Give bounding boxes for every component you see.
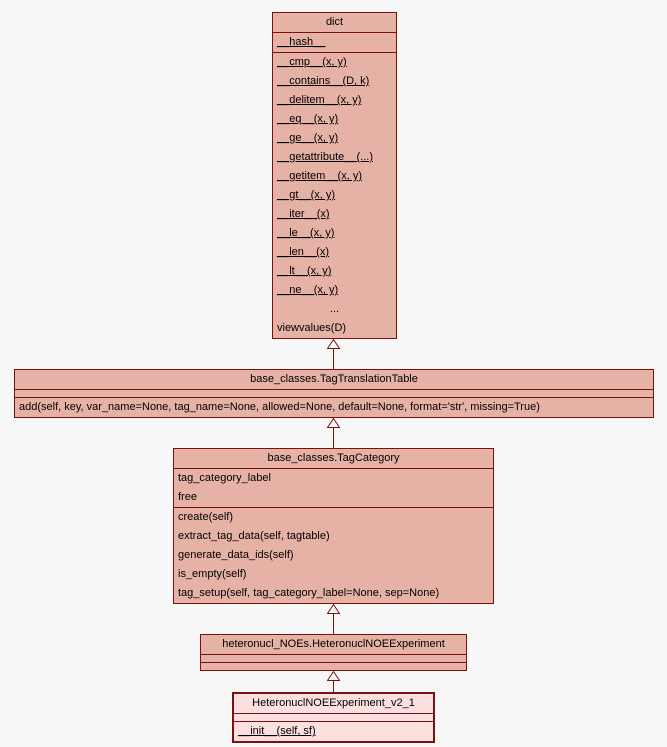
methods-section-empty: [201, 662, 466, 670]
class-box-dict: dict __hash__ __cmp__(x, y) __contains__…: [272, 12, 397, 339]
inheritance-arrow: [327, 604, 340, 634]
arrow-stem: [333, 349, 334, 369]
attribute-entry: tag_category_label: [178, 472, 271, 484]
method-entry: tag_setup(self, tag_category_label=None,…: [178, 587, 440, 599]
method-entry: __init__(self, sf): [238, 725, 316, 737]
method-entry: is_empty(self): [178, 568, 247, 580]
attribute-entry: __hash__: [277, 36, 326, 48]
methods-section: __init__(self, sf): [234, 721, 433, 741]
inheritance-arrow: [327, 671, 340, 692]
method-entry: __le__(x, y): [277, 227, 335, 239]
class-title-heteronucl-noe-experiment: heteronucl_NOEs.HeteronuclNOEExperiment: [222, 638, 445, 650]
hollow-triangle-arrowhead-icon: [327, 671, 340, 681]
arrow-stem: [333, 681, 334, 692]
class-box-heteronucl-noe-experiment: heteronucl_NOEs.HeteronuclNOEExperiment: [200, 634, 467, 671]
class-box-heteronucl-noe-experiment-v2-1: HeteronuclNOEExperiment_v2_1 __init__(se…: [232, 692, 435, 743]
class-title-tag-category: base_classes.TagCategory: [267, 452, 400, 464]
inheritance-arrow: [327, 418, 340, 448]
method-entry: __lt__(x, y): [277, 265, 332, 277]
hollow-triangle-arrowhead-icon: [327, 418, 340, 428]
method-entry: __len__(x): [277, 246, 329, 258]
methods-ellipsis: ...: [329, 303, 340, 315]
class-box-tag-category: base_classes.TagCategory tag_category_la…: [173, 448, 494, 604]
class-title-tag-translation-table: base_classes.TagTranslationTable: [250, 373, 418, 385]
attributes-section-empty: [15, 389, 653, 397]
method-entry: create(self): [178, 511, 234, 523]
method-entry: __contains__(D, k): [277, 75, 370, 87]
method-entry: __eq__(x, y): [277, 113, 339, 125]
method-entry: __getattribute__(...): [277, 151, 374, 163]
method-entry: __delitem__(x, y): [277, 94, 362, 106]
methods-section: __cmp__(x, y) __contains__(D, k) __delit…: [273, 52, 396, 338]
arrow-stem: [333, 614, 334, 634]
method-entry: __getitem__(x, y): [277, 170, 362, 182]
attributes-section: tag_category_label free: [174, 468, 493, 507]
method-entry: generate_data_ids(self): [178, 549, 294, 561]
methods-section: add(self, key, var_name=None, tag_name=N…: [15, 397, 653, 417]
method-entry: __cmp__(x, y): [277, 56, 347, 68]
class-box-tag-translation-table: base_classes.TagTranslationTable add(sel…: [14, 369, 654, 418]
hollow-triangle-arrowhead-icon: [327, 339, 340, 349]
attributes-section-empty: [201, 654, 466, 662]
method-entry: __iter__(x): [277, 208, 330, 220]
method-entry: __ge__(x, y): [277, 132, 339, 144]
method-entry: add(self, key, var_name=None, tag_name=N…: [19, 401, 540, 413]
attributes-section-empty: [234, 713, 433, 721]
attributes-section: __hash__: [273, 32, 396, 52]
method-entry: __gt__(x, y): [277, 189, 336, 201]
class-title-dict: dict: [325, 16, 344, 28]
class-title-heteronucl-noe-experiment-v2-1: HeteronuclNOEExperiment_v2_1: [252, 697, 415, 709]
method-entry: extract_tag_data(self, tagtable): [178, 530, 330, 542]
arrow-stem: [333, 428, 334, 448]
methods-section: create(self) extract_tag_data(self, tagt…: [174, 507, 493, 603]
method-entry: __ne__(x, y): [277, 284, 339, 296]
hollow-triangle-arrowhead-icon: [327, 604, 340, 614]
method-entry: viewvalues(D): [277, 322, 347, 334]
inheritance-arrow: [327, 339, 340, 369]
attribute-entry: free: [178, 491, 197, 503]
